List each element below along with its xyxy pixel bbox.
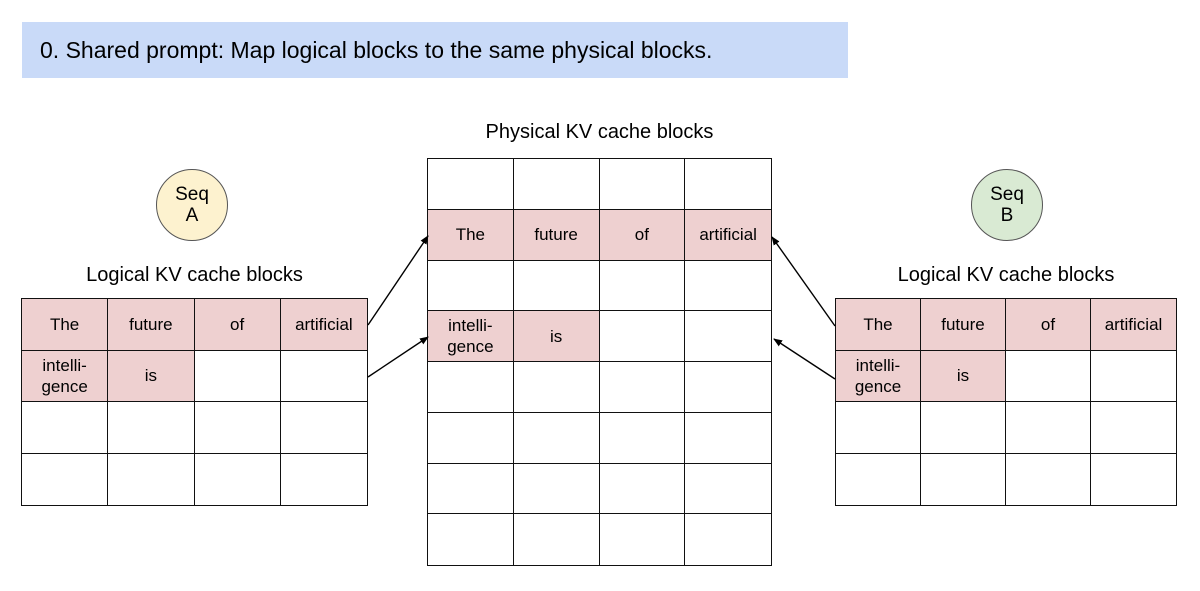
kv-cell-empty <box>428 463 514 515</box>
mapping-arrow-seq-b-block1-to-physical-row4 <box>773 338 836 380</box>
kv-cell-intelli-gence: intelli- gence <box>428 311 514 362</box>
kv-cell-the: The <box>836 299 921 351</box>
kv-cell-empty <box>1006 402 1091 454</box>
kv-cell-empty <box>513 159 600 210</box>
kv-cell-empty <box>685 261 771 312</box>
kv-cell-the: The <box>22 299 109 351</box>
kv-cell-empty <box>599 159 686 210</box>
seq-a-label-line2: A <box>185 205 199 226</box>
kv-cell-empty <box>22 453 109 505</box>
kv-cell-of: of <box>599 209 686 261</box>
kv-cell-empty <box>600 514 686 565</box>
logical-table-b-title: Logical KV cache blocks <box>897 264 1115 286</box>
mapping-arrow-seq-b-block0-to-physical-row2 <box>771 236 836 327</box>
kv-cell-empty <box>194 402 281 454</box>
kv-cell-empty <box>194 350 281 402</box>
kv-cell-artificial: artificial <box>1091 299 1176 351</box>
kv-cell-of: of <box>1006 299 1091 351</box>
kv-cell-empty <box>1091 454 1176 506</box>
seq-b-label-line2: B <box>1000 205 1014 226</box>
kv-cell-empty <box>428 514 514 565</box>
physical-table-title: Physical KV cache blocks <box>485 121 714 143</box>
kv-cell-empty <box>599 260 686 312</box>
kv-cell-empty <box>280 402 367 454</box>
kv-cell-the: The <box>428 209 514 261</box>
kv-cell-empty <box>685 413 771 464</box>
kv-cell-empty <box>428 362 514 413</box>
kv-cell-empty <box>599 311 686 362</box>
kv-cell-empty <box>514 514 600 565</box>
kv-cell-intelli-gence: intelli- gence <box>836 350 921 402</box>
mapping-arrow-seq-a-block1-to-physical-row4 <box>367 336 429 378</box>
kv-cell-is: is <box>108 350 195 402</box>
kv-cell-empty <box>599 412 686 464</box>
seq-a-label-line1: Seq <box>175 184 209 205</box>
mapping-arrow-seq-a-block0-to-physical-row2 <box>367 235 429 326</box>
seq-b-circle: Seq B <box>971 169 1043 241</box>
title-banner-text: 0. Shared prompt: Map logical blocks to … <box>40 36 713 63</box>
kv-cell-empty <box>921 402 1006 454</box>
kv-cell-empty <box>685 159 771 210</box>
kv-cell-future: future <box>921 299 1006 351</box>
kv-cell-empty <box>513 463 600 515</box>
kv-cell-future: future <box>108 299 195 351</box>
kv-cell-of: of <box>194 299 281 351</box>
kv-cell-empty <box>428 159 514 210</box>
kv-cell-is: is <box>921 350 1006 402</box>
kv-cell-intelli-gence: intelli- gence <box>22 350 109 402</box>
kv-cell-empty <box>921 453 1006 505</box>
kv-cell-empty <box>1006 350 1091 402</box>
kv-cell-is: is <box>513 311 600 362</box>
kv-cell-empty <box>22 402 109 454</box>
kv-cell-empty <box>685 311 771 362</box>
kv-cell-future: future <box>513 209 600 261</box>
kv-cell-empty <box>513 260 600 312</box>
kv-cell-artificial: artificial <box>685 209 771 261</box>
seq-b-label-line1: Seq <box>990 184 1024 205</box>
kv-cell-empty <box>836 453 921 505</box>
kv-cell-empty <box>108 453 195 505</box>
kv-cell-empty <box>1091 351 1176 402</box>
kv-cell-empty <box>280 351 367 402</box>
kv-cell-artificial: artificial <box>280 299 367 351</box>
kv-cell-empty <box>685 464 771 515</box>
kv-cell-empty <box>599 362 686 413</box>
kv-cell-empty <box>513 412 600 464</box>
kv-cell-empty <box>1006 453 1091 505</box>
kv-cell-empty <box>281 454 367 506</box>
kv-cell-empty <box>685 514 771 565</box>
kv-cell-empty <box>428 260 514 312</box>
kv-cell-empty <box>599 463 686 515</box>
logical-table-a-title: Logical KV cache blocks <box>86 264 303 286</box>
kv-cell-empty <box>513 362 600 413</box>
kv-cell-empty <box>428 412 514 464</box>
kv-cell-empty <box>195 453 281 505</box>
kv-cell-empty <box>108 402 195 454</box>
kv-cell-empty <box>685 362 771 413</box>
kv-cell-empty <box>836 402 921 454</box>
title-banner: 0. Shared prompt: Map logical blocks to … <box>22 22 848 78</box>
kv-cell-empty <box>1091 402 1176 454</box>
seq-a-circle: Seq A <box>156 169 228 241</box>
